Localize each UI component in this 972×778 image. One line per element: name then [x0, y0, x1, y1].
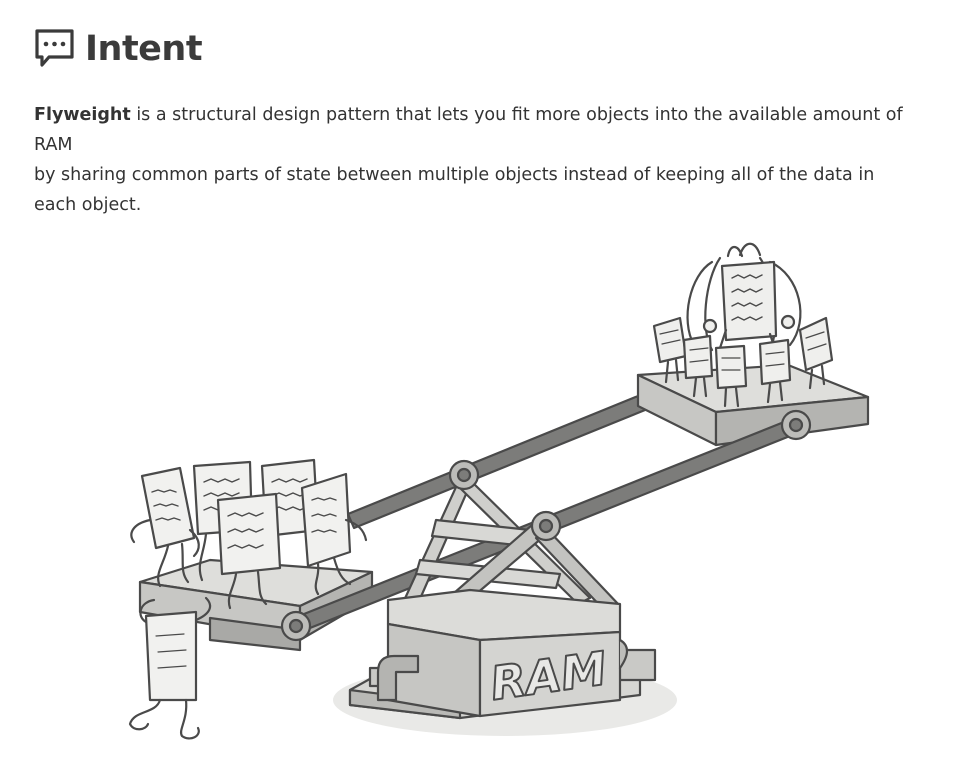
right-document-group	[652, 242, 834, 408]
section-title: Intent	[85, 29, 203, 69]
left-platform	[138, 558, 374, 652]
chat-bubble-icon	[35, 29, 74, 67]
right-platform	[636, 363, 870, 447]
intro-paragraph: Flyweight is a structural design pattern…	[34, 100, 934, 220]
intro-line-2: by sharing common parts of state between…	[34, 165, 875, 185]
intro-line-3: each object.	[34, 195, 142, 215]
pivot-joints	[280, 409, 812, 642]
intro-line-1: is a structural design pattern that lets…	[34, 105, 903, 155]
ram-box: RAM	[376, 588, 629, 718]
left-document-group	[128, 458, 368, 740]
ram-label: RAM	[487, 641, 610, 711]
section-heading: Intent	[34, 26, 203, 72]
term-flyweight: Flyweight	[34, 105, 131, 125]
